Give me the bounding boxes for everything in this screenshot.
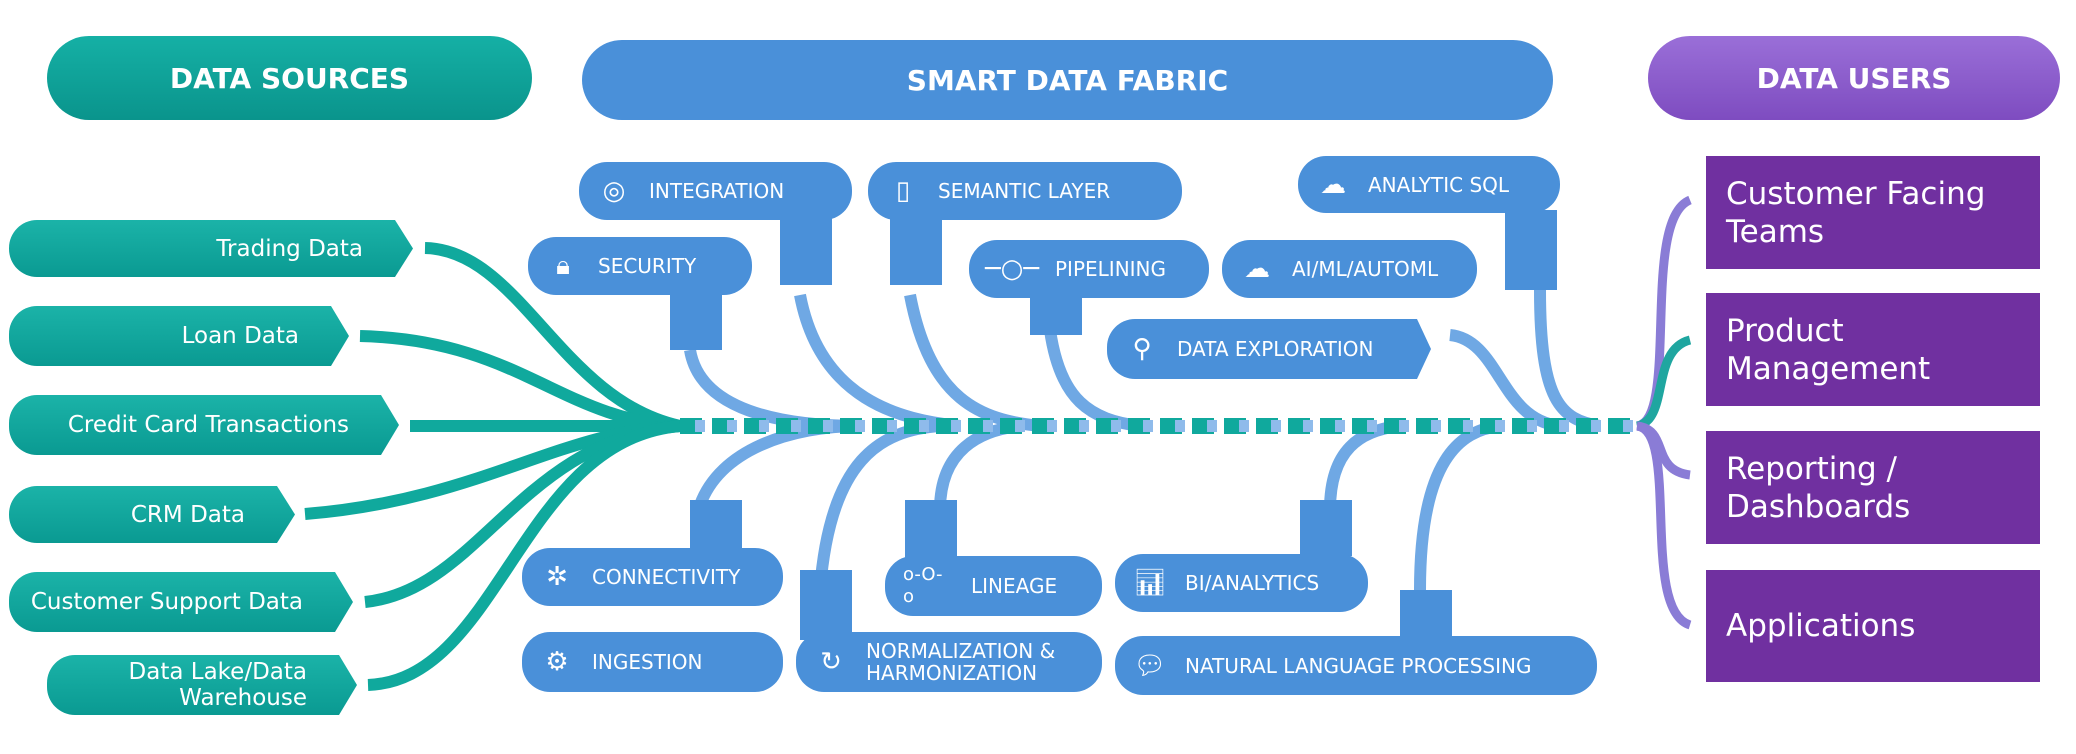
source-credit-card-transactions: Credit Card Transactions xyxy=(9,395,399,455)
data-users-header: DATA USERS xyxy=(1648,36,2060,120)
magnifier-icon: ⚲ xyxy=(1132,334,1152,364)
label: SECURITY xyxy=(598,254,697,278)
capability-lineage: o-O-o LINEAGE xyxy=(885,556,1102,616)
capability-analytic-sql: ☁ ANALYTIC SQL xyxy=(1298,156,1560,213)
capability-semantic-layer: ▯ SEMANTIC LAYER xyxy=(868,162,1182,220)
source-customer-support-data: Customer Support Data xyxy=(9,572,353,632)
user-product-management: Product Management xyxy=(1706,293,2040,406)
refresh-icon: ↻ xyxy=(820,647,842,677)
label: NORMALIZATION & HARMONIZATION xyxy=(866,639,1056,685)
capability-data-exploration: ⚲ DATA EXPLORATION xyxy=(1107,319,1431,379)
lock-icon: 🔒︎ xyxy=(556,251,570,281)
data-sources-header: DATA SOURCES xyxy=(47,36,532,120)
user-reporting-dashboards: Reporting / Dashboards xyxy=(1706,431,2040,544)
hand-gear-icon: ⚙ xyxy=(545,647,569,677)
capability-ai-ml-automl: ☁ AI/ML/AUTOML xyxy=(1222,240,1477,298)
user-applications: Applications xyxy=(1706,570,2040,682)
capability-pipelining: ─○─ PIPELINING xyxy=(969,240,1209,298)
capability-connectivity: ✲ CONNECTIVITY xyxy=(522,548,783,606)
capability-natural-language-processing: 💬︎ NATURAL LANGUAGE PROCESSING xyxy=(1115,636,1597,695)
cloud-database-icon: ☁ xyxy=(1320,169,1346,200)
label: BI/ANALYTICS xyxy=(1185,571,1320,595)
label: ANALYTIC SQL xyxy=(1368,172,1510,197)
label: AI/ML/AUTOML xyxy=(1292,257,1439,281)
label: SEMANTIC LAYER xyxy=(938,179,1111,203)
lineage-icon: o-O-o xyxy=(903,564,943,607)
source-crm-data: CRM Data xyxy=(9,486,295,543)
label: INTEGRATION xyxy=(649,179,785,203)
source-data-lake-warehouse: Data Lake/Data Warehouse xyxy=(47,655,357,715)
bar-chart-icon: 📊︎ xyxy=(1133,568,1167,598)
source-trading-data: Trading Data xyxy=(9,220,413,277)
label: LINEAGE xyxy=(971,574,1058,598)
label: NATURAL LANGUAGE PROCESSING xyxy=(1185,653,1532,678)
user-customer-facing-teams: Customer Facing Teams xyxy=(1706,156,2040,269)
label: PIPELINING xyxy=(1055,257,1167,281)
capability-integration: ◎ INTEGRATION xyxy=(579,162,852,220)
label: DATA EXPLORATION xyxy=(1177,337,1374,361)
speech-cycle-icon: 💬︎ xyxy=(1133,650,1167,681)
smart-data-fabric-header: SMART DATA FABRIC xyxy=(582,40,1553,120)
pipeline-icon: ─○─ xyxy=(985,254,1039,284)
target-icon: ◎ xyxy=(602,176,626,206)
capability-bi-analytics: 📊︎ BI/ANALYTICS xyxy=(1115,554,1368,612)
document-icon: ▯ xyxy=(895,176,911,206)
cloud-chip-icon: ☁ xyxy=(1244,254,1270,284)
capability-security: 🔒︎ SECURITY xyxy=(528,237,752,295)
network-icon: ✲ xyxy=(546,562,568,592)
label: INGESTION xyxy=(592,650,703,674)
label: CONNECTIVITY xyxy=(592,565,741,589)
source-loan-data: Loan Data xyxy=(9,306,349,366)
capability-normalization-harmonization: ↻ NORMALIZATION & HARMONIZATION xyxy=(796,632,1102,692)
capability-ingestion: ⚙ INGESTION xyxy=(522,632,783,692)
